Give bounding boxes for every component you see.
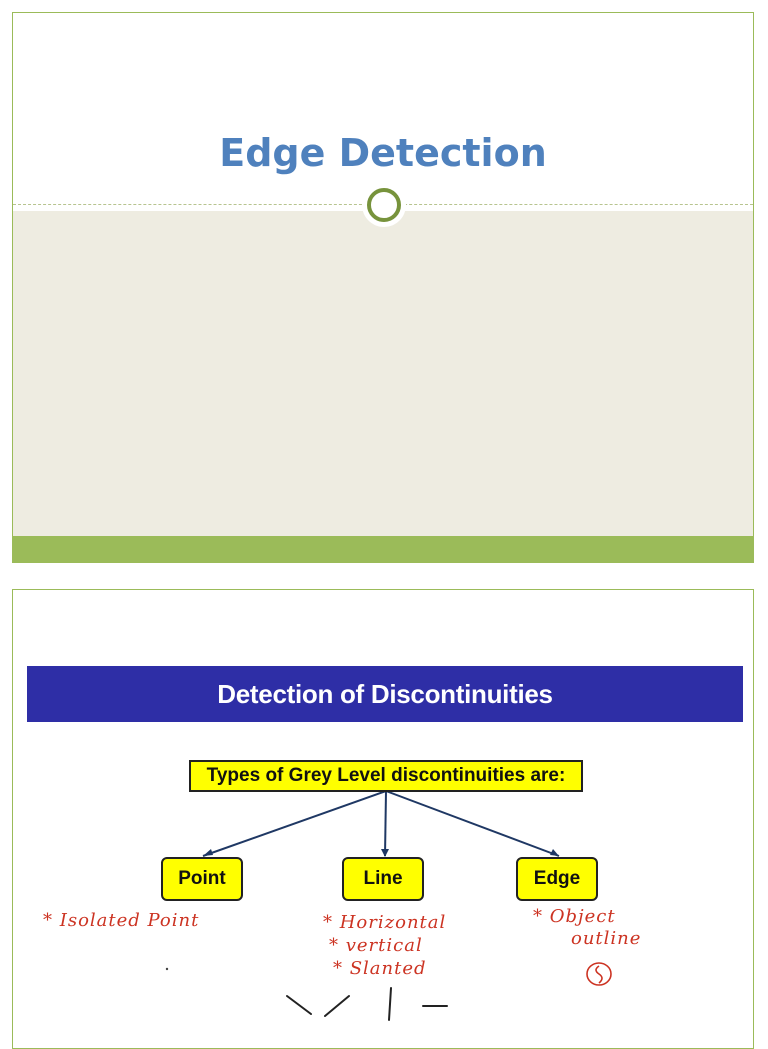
- slide-1: Edge Detection: [12, 12, 754, 563]
- footer-bar: [13, 536, 753, 562]
- root-category-box: Types of Grey Level discontinuities are:: [189, 760, 583, 792]
- arrow-point-icon: [203, 849, 213, 856]
- edge-box: Edge: [516, 857, 598, 901]
- line-box: Line: [342, 857, 424, 901]
- connector-edge: [385, 790, 560, 857]
- note-object: * Object: [533, 906, 616, 927]
- circle-ornament-icon: [362, 183, 406, 227]
- arrow-edge-icon: [550, 849, 559, 856]
- vertical-stroke-sketch: [388, 987, 392, 1021]
- arrow-line-icon: [381, 849, 389, 857]
- note-isolated-point: * Isolated Point: [43, 910, 200, 931]
- connector-point: [202, 790, 387, 857]
- slide-2: Detection of Discontinuities Types of Gr…: [12, 589, 754, 1049]
- blob-outline-icon: [586, 962, 612, 986]
- dot-mark: [165, 967, 169, 971]
- slanted-stroke-sketch: [324, 995, 350, 1017]
- banner: Detection of Discontinuities: [27, 666, 743, 722]
- note-horizontal: * Horizontal: [323, 912, 447, 933]
- note-outline: outline: [571, 928, 642, 949]
- banner-title: Detection of Discontinuities: [217, 679, 553, 709]
- note-vertical: * vertical: [329, 935, 423, 956]
- content-area: [13, 211, 753, 537]
- point-box: Point: [161, 857, 243, 901]
- connector-line: [384, 790, 387, 857]
- horizontal-stroke-sketch: [286, 995, 312, 1015]
- connector-lines: [165, 790, 612, 1021]
- note-slanted: * Slanted: [333, 958, 427, 979]
- slide-title: Edge Detection: [219, 131, 547, 175]
